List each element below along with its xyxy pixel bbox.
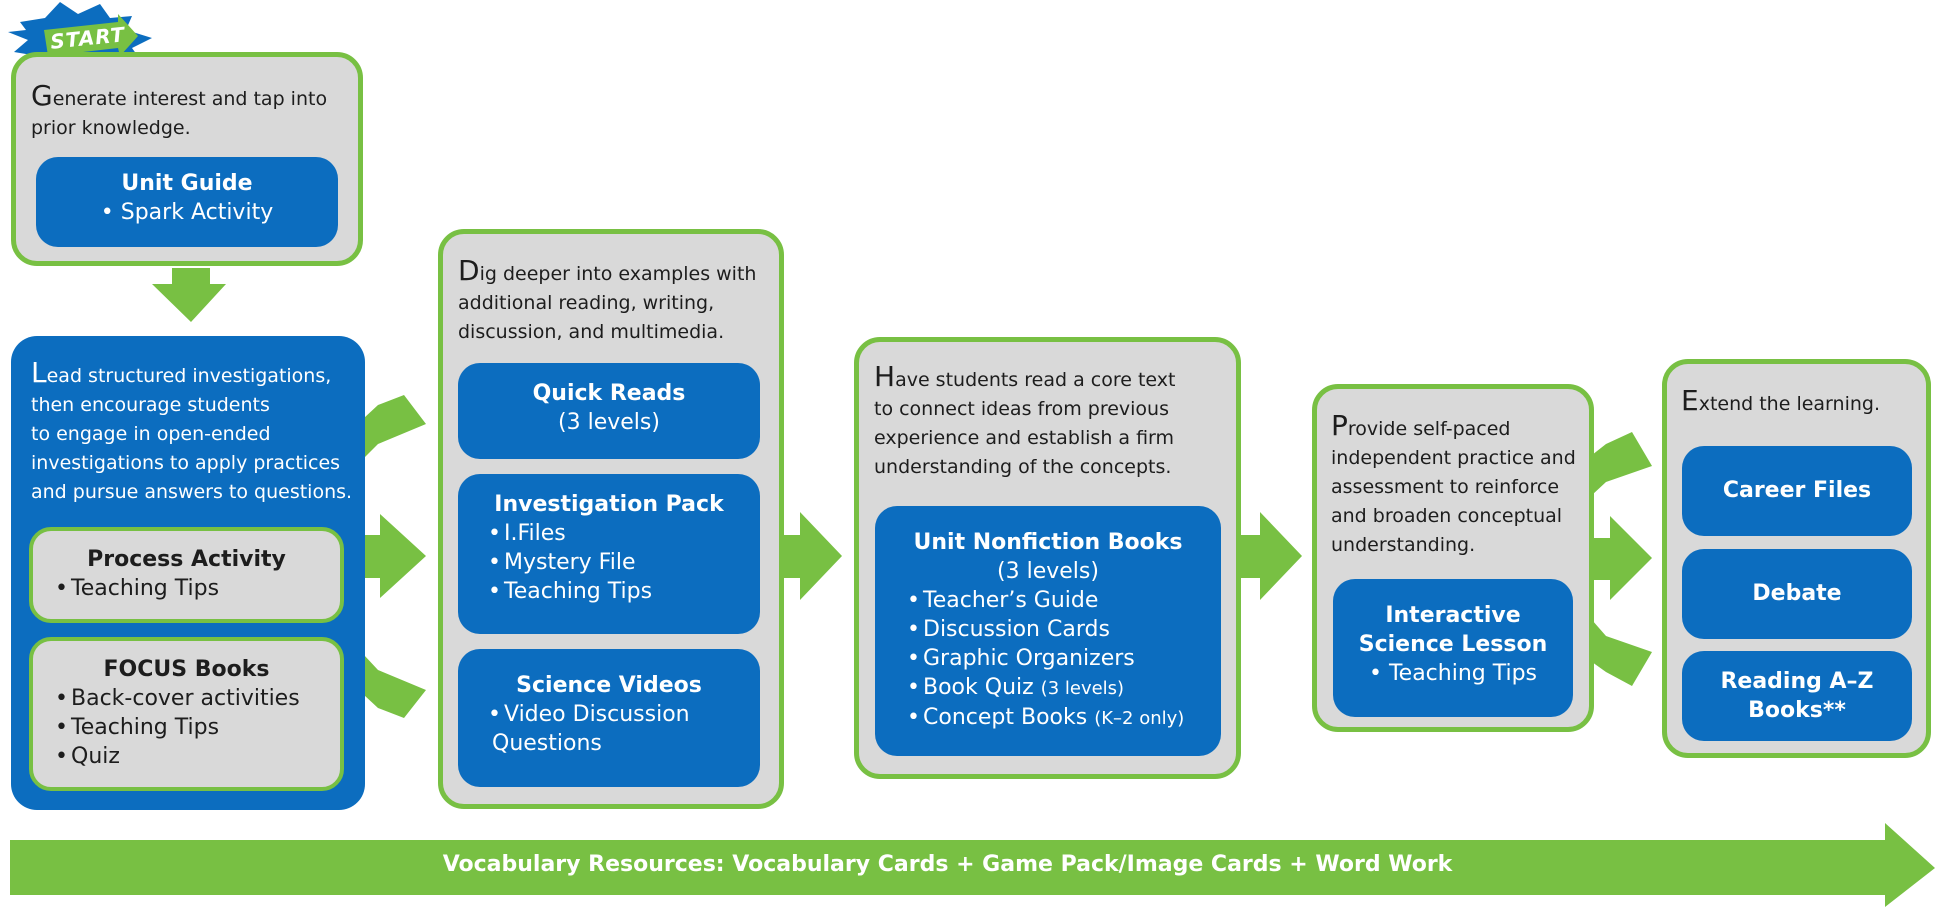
focus-books-title: FOCUS Books (103, 657, 270, 682)
fan-arrow-down (364, 655, 426, 718)
reading-az-books-title-line2: Books** (1748, 698, 1846, 723)
quick-reads-subtitle: (3 levels) (558, 410, 660, 435)
footer-arrow-shape (10, 823, 1935, 907)
arrow-stage4-to-5 (1241, 512, 1302, 600)
list-item: •Graphic Organizers (907, 646, 1135, 671)
focus-books-box[interactable]: FOCUS Books •Back-cover activities •Teac… (29, 637, 344, 791)
stage1-panel: Generate interest and tap into prior kno… (11, 52, 363, 266)
list-item: •Teaching Tips (55, 576, 220, 601)
footer-arrow-label: Vocabulary Resources: Vocabulary Cards +… (442, 852, 1453, 877)
list-item: •Book Quiz (3 levels) (907, 675, 1125, 700)
quick-reads-box[interactable]: Quick Reads (3 levels) (458, 363, 760, 459)
quick-reads-title: Quick Reads (532, 381, 686, 406)
down-arrow (152, 268, 226, 322)
unit-nonfiction-books-subtitle: (3 levels) (997, 559, 1099, 584)
unit-guide-box[interactable]: Unit Guide • Spark Activity (36, 157, 338, 247)
interactive-science-lesson-title-line2: Science Lesson (1358, 632, 1548, 657)
list-item: •Concept Books (K–2 only) (907, 705, 1185, 730)
career-files-box[interactable]: Career Files (1682, 446, 1912, 536)
unit-guide-title: Unit Guide (121, 171, 253, 196)
fan-arrow-5-up (1592, 432, 1652, 495)
unit-nonfiction-books-items: •Teacher’s Guide •Discussion Cards •Grap… (875, 586, 1221, 733)
stage1-cap: G (31, 79, 53, 112)
start-badge-arrow (44, 14, 138, 56)
stage6-intro: Extend the learning. (1681, 384, 1881, 417)
debate-title: Debate (1752, 581, 1842, 606)
science-videos-items: •Video Discussion Questions (458, 700, 760, 758)
investigation-pack-box[interactable]: Investigation Pack •I.Files •Mystery Fil… (458, 474, 760, 634)
fan-arrow-5-mid (1592, 516, 1652, 600)
unit-guide-item: • Spark Activity (100, 200, 274, 225)
stage2-panel: Lead structured investigations,then enco… (11, 336, 365, 810)
debate-box[interactable]: Debate (1682, 549, 1912, 639)
list-item: •Quiz (55, 744, 120, 769)
stage2-intro: Lead structured investigations,then enco… (31, 356, 353, 503)
career-files-title: Career Files (1722, 478, 1872, 503)
focus-books-items: •Back-cover activities •Teaching Tips •Q… (33, 684, 340, 771)
stage1-intro: Generate interest and tap into prior kno… (31, 79, 328, 139)
stage5-cap: P (1331, 409, 1348, 442)
stage6-panel: Extend the learning. Career Files Debate… (1662, 359, 1931, 758)
stage3-cap: D (458, 254, 480, 287)
stage6-cap: E (1681, 384, 1699, 417)
process-activity-items: •Teaching Tips (33, 574, 340, 603)
arrow-stage3-to-4 (782, 512, 842, 600)
fan-arrow-5-down (1592, 620, 1652, 686)
science-videos-box[interactable]: Science Videos •Video Discussion Questio… (458, 649, 760, 787)
reading-az-books-box[interactable]: Reading A–Z Books** (1682, 651, 1912, 741)
fan-arrow-mid (364, 514, 426, 598)
list-item: •Mystery File (488, 550, 636, 575)
interactive-science-lesson-item: • Teaching Tips (1368, 661, 1538, 686)
list-item: •Teaching Tips (55, 715, 220, 740)
interactive-science-lesson-box[interactable]: Interactive Science Lesson • Teaching Ti… (1333, 579, 1573, 717)
list-item: Questions (492, 731, 602, 756)
list-item: •Back-cover activities (55, 686, 300, 711)
list-item: •Teaching Tips (488, 579, 653, 604)
fan-arrow-up (364, 395, 426, 458)
reading-az-books-title-line1: Reading A–Z (1720, 669, 1874, 694)
list-item: •Discussion Cards (907, 617, 1110, 642)
list-item: •I.Files (488, 521, 566, 546)
process-activity-title: Process Activity (87, 547, 286, 572)
science-videos-title: Science Videos (516, 673, 702, 698)
list-item: •Teacher’s Guide (907, 588, 1099, 613)
investigation-pack-items: •I.Files •Mystery File •Teaching Tips (458, 519, 760, 606)
list-item: •Video Discussion (488, 702, 690, 727)
interactive-science-lesson-title-line1: Interactive (1385, 603, 1521, 628)
unit-nonfiction-books-box[interactable]: Unit Nonfiction Books (3 levels) •Teache… (875, 506, 1221, 756)
investigation-pack-title: Investigation Pack (494, 492, 724, 517)
process-activity-box[interactable]: Process Activity •Teaching Tips (29, 527, 344, 623)
stage2-cap: L (31, 356, 47, 389)
unit-nonfiction-books-title: Unit Nonfiction Books (913, 530, 1183, 555)
stage4-cap: H (874, 360, 896, 393)
